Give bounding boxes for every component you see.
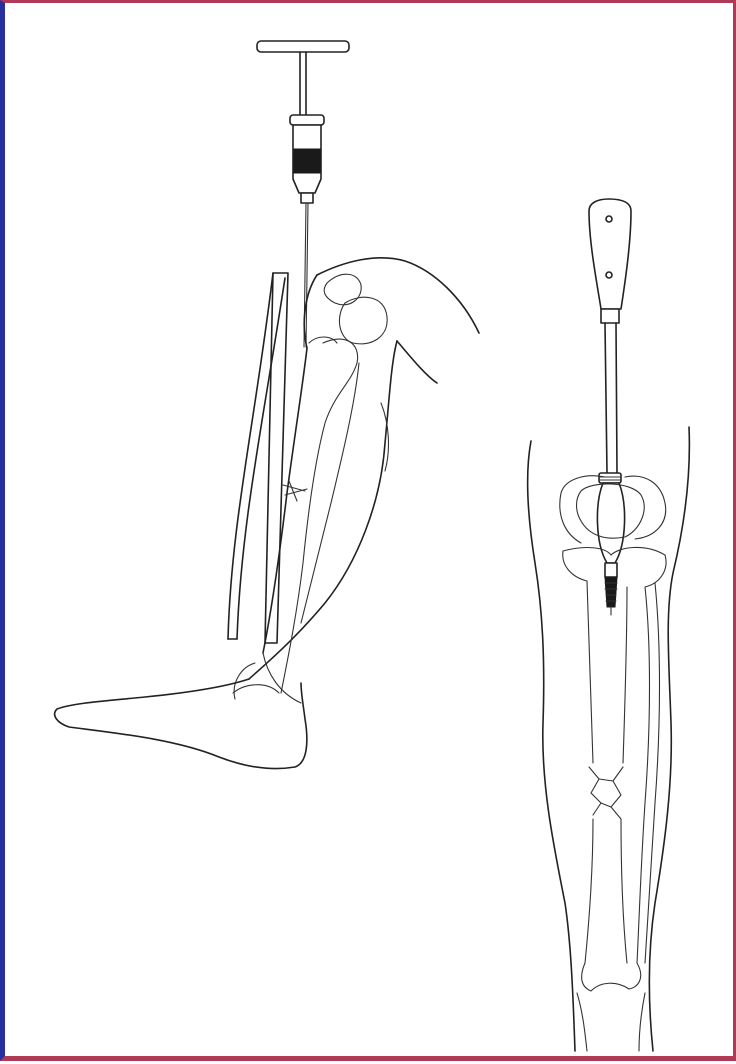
syringe-icon (257, 41, 349, 347)
lateral-leg-icon (55, 258, 479, 769)
intraosseous-device-icon (589, 199, 631, 615)
medical-illustration (5, 3, 736, 1064)
splint-icon (228, 273, 288, 643)
frontal-view-panel (528, 199, 690, 1051)
lateral-view-panel (55, 41, 479, 769)
